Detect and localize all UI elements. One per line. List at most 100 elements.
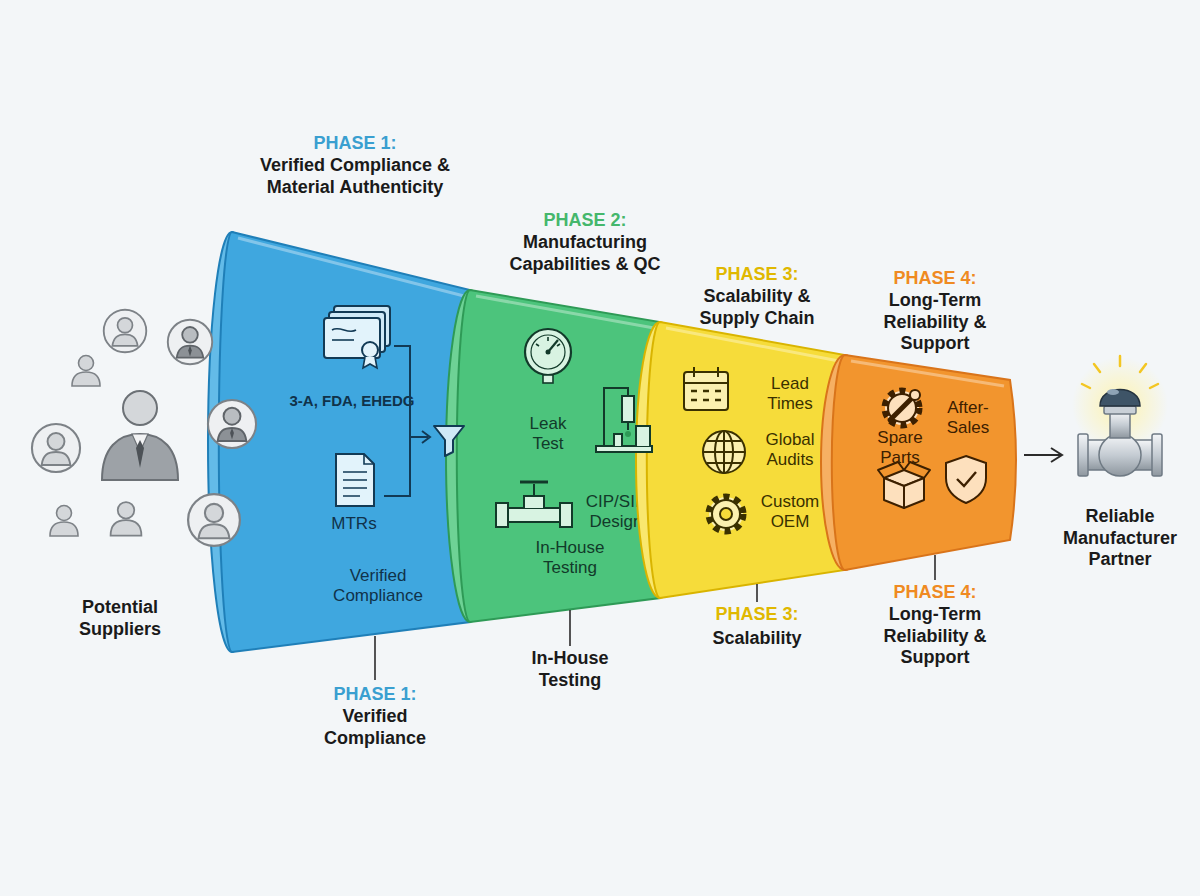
svg-path: [957, 472, 976, 486]
segment-highlight: [476, 296, 654, 328]
phase-item: Spare Parts: [869, 428, 931, 469]
svg-circle: [910, 390, 920, 400]
svg-path: [336, 454, 374, 506]
phase-heading: Long-Term Reliability & Support: [875, 290, 995, 355]
arrow-line: [1024, 454, 1062, 456]
svg-circle: [531, 335, 565, 369]
svg-use: [72, 356, 100, 387]
svg-circle: [709, 497, 743, 531]
svg-path: [533, 484, 535, 496]
phase-item: Leak Test: [513, 414, 583, 455]
svg-rect: [1110, 412, 1130, 438]
svg-path: [691, 391, 721, 400]
svg-rect: [684, 372, 728, 410]
svg-g: [1082, 356, 1158, 388]
phase-number: PHASE 2:: [505, 210, 665, 232]
svg-use: [50, 506, 78, 537]
segment-body: [219, 232, 476, 652]
segment-highlight: [666, 328, 839, 361]
svg-rect: [496, 503, 508, 527]
callout-label: PHASE 1:: [295, 684, 455, 706]
svg-rect: [324, 318, 380, 358]
segment-highlight: [238, 238, 464, 296]
callout-label: Verified Compliance: [315, 706, 435, 749]
callout-label: PHASE 3:: [687, 604, 827, 626]
svg-path: [569, 610, 571, 646]
svg-rect: [596, 446, 652, 452]
svg-path: [627, 422, 629, 430]
svg-path: [136, 440, 144, 468]
svg-circle: [362, 342, 378, 358]
arrow-head: [1051, 448, 1062, 462]
svg-circle: [625, 431, 631, 437]
callout-label: Long-Term Reliability & Support: [870, 604, 1000, 669]
svg-path: [332, 329, 356, 332]
svg-path: [636, 426, 650, 446]
phase-item: Lead Times: [755, 374, 825, 415]
svg-circle: [1099, 434, 1141, 476]
svg-rect: [508, 508, 560, 522]
result-label: Reliable Manufacturer Partner: [1062, 506, 1178, 571]
flow-arrow: [1024, 448, 1062, 462]
svg-rect: [1078, 434, 1088, 476]
svg-path: [102, 434, 178, 480]
svg-use: [111, 502, 142, 536]
main-person-icon: [102, 391, 178, 480]
svg-use: [104, 310, 147, 353]
svg-path: [343, 472, 367, 496]
svg-path: [890, 396, 914, 420]
calendar-icon: [684, 367, 728, 410]
gear-icon: [709, 497, 743, 531]
phase-item: After-Sales: [937, 398, 999, 439]
service-icon: [885, 390, 920, 425]
svg-use: [208, 400, 256, 448]
phase-item: MTRs: [314, 514, 394, 534]
svg-rect: [543, 375, 553, 383]
svg-use: [168, 320, 212, 364]
group-label: Potential Suppliers: [40, 597, 200, 640]
svg-ellipse: [1107, 389, 1119, 395]
segment-highlight: [851, 361, 1004, 386]
callout-label: Scalability: [687, 628, 827, 650]
svg-path: [332, 339, 354, 341]
segment-body: [832, 355, 1016, 570]
phase-item: Custom OEM: [747, 492, 833, 533]
valve-illustration: [1072, 356, 1168, 476]
svg-circle: [712, 500, 740, 528]
svg-path: [684, 382, 728, 384]
svg-path: [934, 555, 936, 580]
phase-number: PHASE 3:: [687, 264, 827, 286]
svg-circle: [546, 350, 551, 355]
phase-item: In-House Testing: [520, 538, 620, 579]
svg-circle: [703, 431, 745, 473]
callout-label: PHASE 4:: [865, 582, 1005, 604]
phase-item: Verified Compliance: [318, 566, 438, 607]
svg-path: [1082, 356, 1158, 388]
svg-rect: [622, 396, 634, 422]
svg-path: [1100, 390, 1140, 407]
funnel-segment-shape: [821, 355, 1024, 570]
phase-heading: Verified Compliance & Material Authentic…: [250, 155, 460, 198]
svg-rect: [560, 503, 572, 527]
globe-icon: [703, 431, 745, 473]
svg-use: [188, 494, 240, 546]
svg-circle: [123, 391, 157, 425]
phase-item: Global Audits: [755, 430, 825, 471]
svg-path: [614, 434, 622, 446]
svg-path: [374, 636, 376, 680]
document-icon: [336, 454, 374, 506]
phase-number: PHASE 1:: [255, 133, 455, 155]
phase-heading: Manufacturing Capabilities & QC: [498, 232, 673, 275]
svg-use: [32, 424, 80, 472]
phase-heading: Scalability & Supply Chain: [682, 286, 832, 329]
svg-path: [520, 481, 548, 484]
phase-number: PHASE 4:: [870, 268, 1000, 290]
svg-path: [524, 496, 544, 508]
svg-circle: [525, 329, 571, 375]
phase-item: 3-A, FDA, EHEDG: [272, 392, 432, 410]
svg-circle: [720, 508, 732, 520]
svg-rect: [1104, 406, 1136, 414]
